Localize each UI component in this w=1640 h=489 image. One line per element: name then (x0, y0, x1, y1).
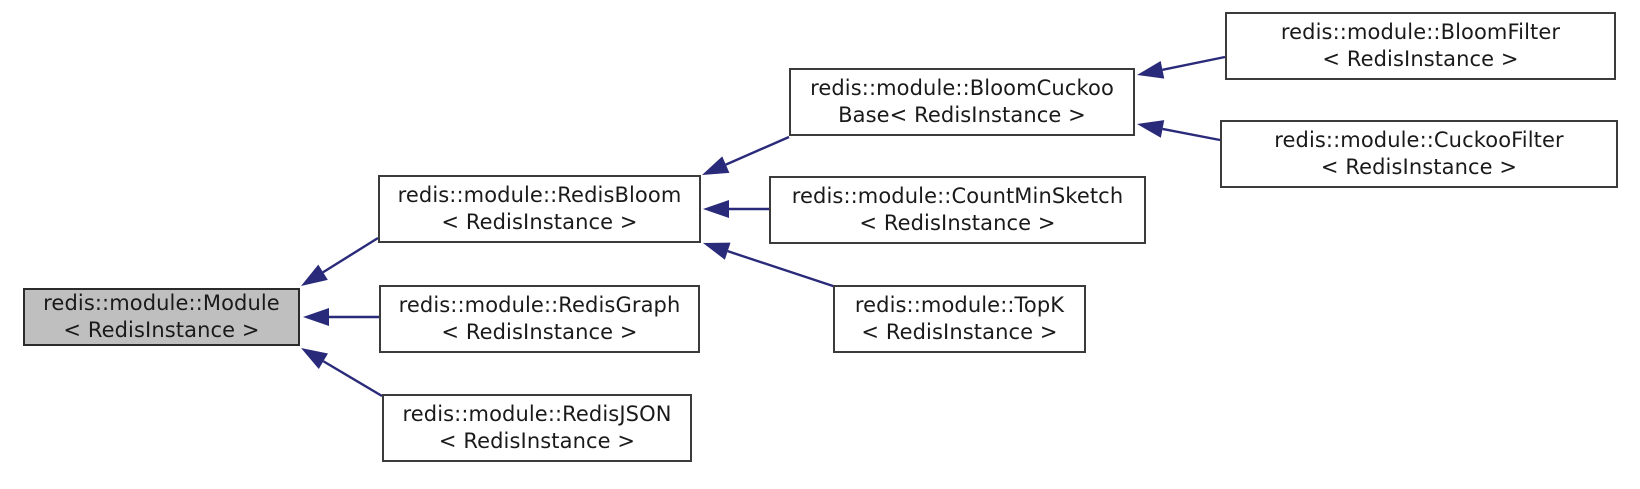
edge-arrowhead-icon (301, 264, 328, 286)
edge-line (727, 250, 837, 289)
node-redis-module-topk[interactable]: redis::module::TopK < RedisInstance > (833, 285, 1086, 353)
edge-line (725, 135, 790, 166)
edge-arrowhead-icon (1137, 60, 1165, 79)
node-label-line2: < RedisInstance > (441, 210, 638, 234)
node-label-line1: redis::module::Module (43, 291, 280, 316)
edge-arrowhead-icon (702, 156, 730, 175)
edge-arrowhead-icon (703, 200, 729, 218)
edge-arrowhead-icon (303, 308, 329, 326)
edge-line (322, 360, 383, 398)
node-label-line2: < RedisInstance > (63, 318, 260, 342)
node-label-line1: redis::module::RedisJSON (402, 402, 672, 427)
node-label-line1: redis::module::BloomFilter (1280, 20, 1561, 45)
node-label-line2: < RedisInstance > (438, 429, 636, 453)
node-label-line2: < RedisInstance > (1320, 155, 1518, 179)
inheritance-edge (1137, 55, 1226, 79)
node-label-line2: < RedisInstance > (441, 320, 638, 344)
inheritance-edge (703, 200, 769, 218)
node-label-line1: redis::module::TopK (854, 293, 1065, 318)
inheritance-edge (702, 135, 790, 175)
node-redis-module-bloomcuckoobase[interactable]: redis::module::BloomCuckoo Base< RedisIn… (789, 68, 1135, 136)
node-redis-module-bloomfilter[interactable]: redis::module::BloomFilter < RedisInstan… (1225, 12, 1616, 80)
node-label-line1: redis::module::RedisGraph (398, 293, 681, 318)
node-label-line1: redis::module::CuckooFilter (1274, 128, 1564, 153)
inheritance-edge (703, 242, 837, 289)
node-label-line2: < RedisInstance > (861, 320, 1058, 344)
node-label-line1: redis::module::BloomCuckoo (810, 76, 1114, 101)
inheritance-edge (1137, 120, 1221, 142)
node-redis-module-countminsketch[interactable]: redis::module::CountMinSketch < RedisIns… (769, 176, 1146, 244)
node-redis-module-redisgraph[interactable]: redis::module::RedisGraph < RedisInstanc… (379, 285, 700, 353)
edge-line (1162, 55, 1226, 71)
node-label-line1: redis::module::RedisBloom (397, 183, 682, 208)
inheritance-edge (301, 236, 379, 286)
edge-arrowhead-icon (1137, 120, 1165, 138)
edge-line (322, 236, 379, 274)
edge-arrowhead-icon (703, 242, 731, 260)
node-label-line1: redis::module::CountMinSketch (791, 184, 1124, 209)
inheritance-edge (303, 308, 379, 326)
node-redis-module-redisbloom[interactable]: redis::module::RedisBloom < RedisInstanc… (378, 175, 701, 243)
node-label-line2: Base< RedisInstance > (838, 103, 1086, 127)
node-redis-module-module[interactable]: redis::module::Module < RedisInstance > (23, 288, 300, 346)
node-redis-module-cuckoofilter[interactable]: redis::module::CuckooFilter < RedisInsta… (1220, 120, 1618, 188)
edge-line (1162, 127, 1221, 142)
node-redis-module-redisjson[interactable]: redis::module::RedisJSON < RedisInstance… (382, 394, 692, 462)
edge-arrowhead-icon (301, 348, 328, 369)
node-label-line2: < RedisInstance > (859, 211, 1056, 235)
inheritance-edge (301, 348, 383, 398)
node-label-line2: < RedisInstance > (1322, 47, 1519, 71)
